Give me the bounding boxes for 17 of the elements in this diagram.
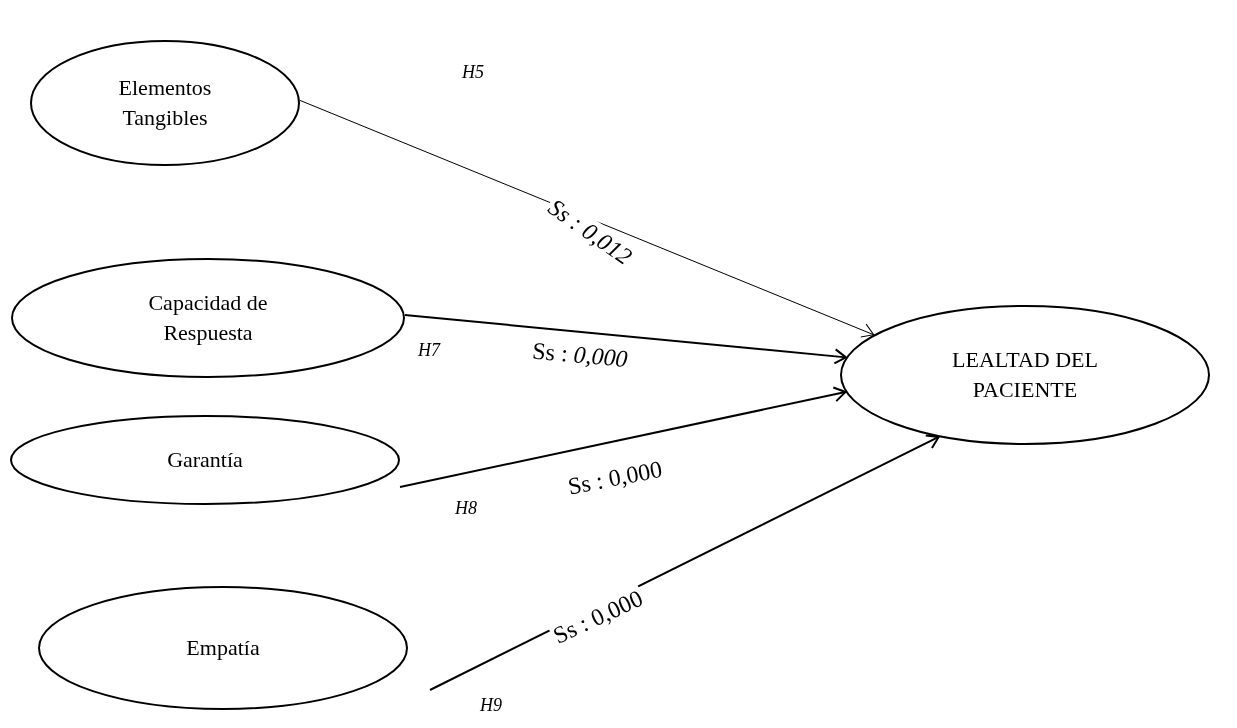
node-label: Garantía <box>166 446 244 475</box>
hypothesis-label: H8 <box>455 498 477 519</box>
arrow <box>399 386 847 488</box>
ellipse-node <box>11 258 405 378</box>
ellipse-node <box>30 40 300 166</box>
hypothesis-label: H7 <box>418 340 440 361</box>
node-label: LEALTAD DEL PACIENTE <box>951 346 1099 404</box>
node-label: Elementos Tangibles <box>117 74 213 132</box>
arrow <box>299 99 875 338</box>
ellipse-node <box>38 586 408 710</box>
hypothesis-label: H5 <box>462 62 484 83</box>
node-label: Capacidad de Respuesta <box>147 289 269 347</box>
arrow <box>403 314 847 365</box>
node-label: Empatía <box>185 634 261 663</box>
ellipse-node <box>10 415 400 505</box>
hypothesis-label: H9 <box>480 695 502 716</box>
ellipse-node <box>840 305 1210 445</box>
